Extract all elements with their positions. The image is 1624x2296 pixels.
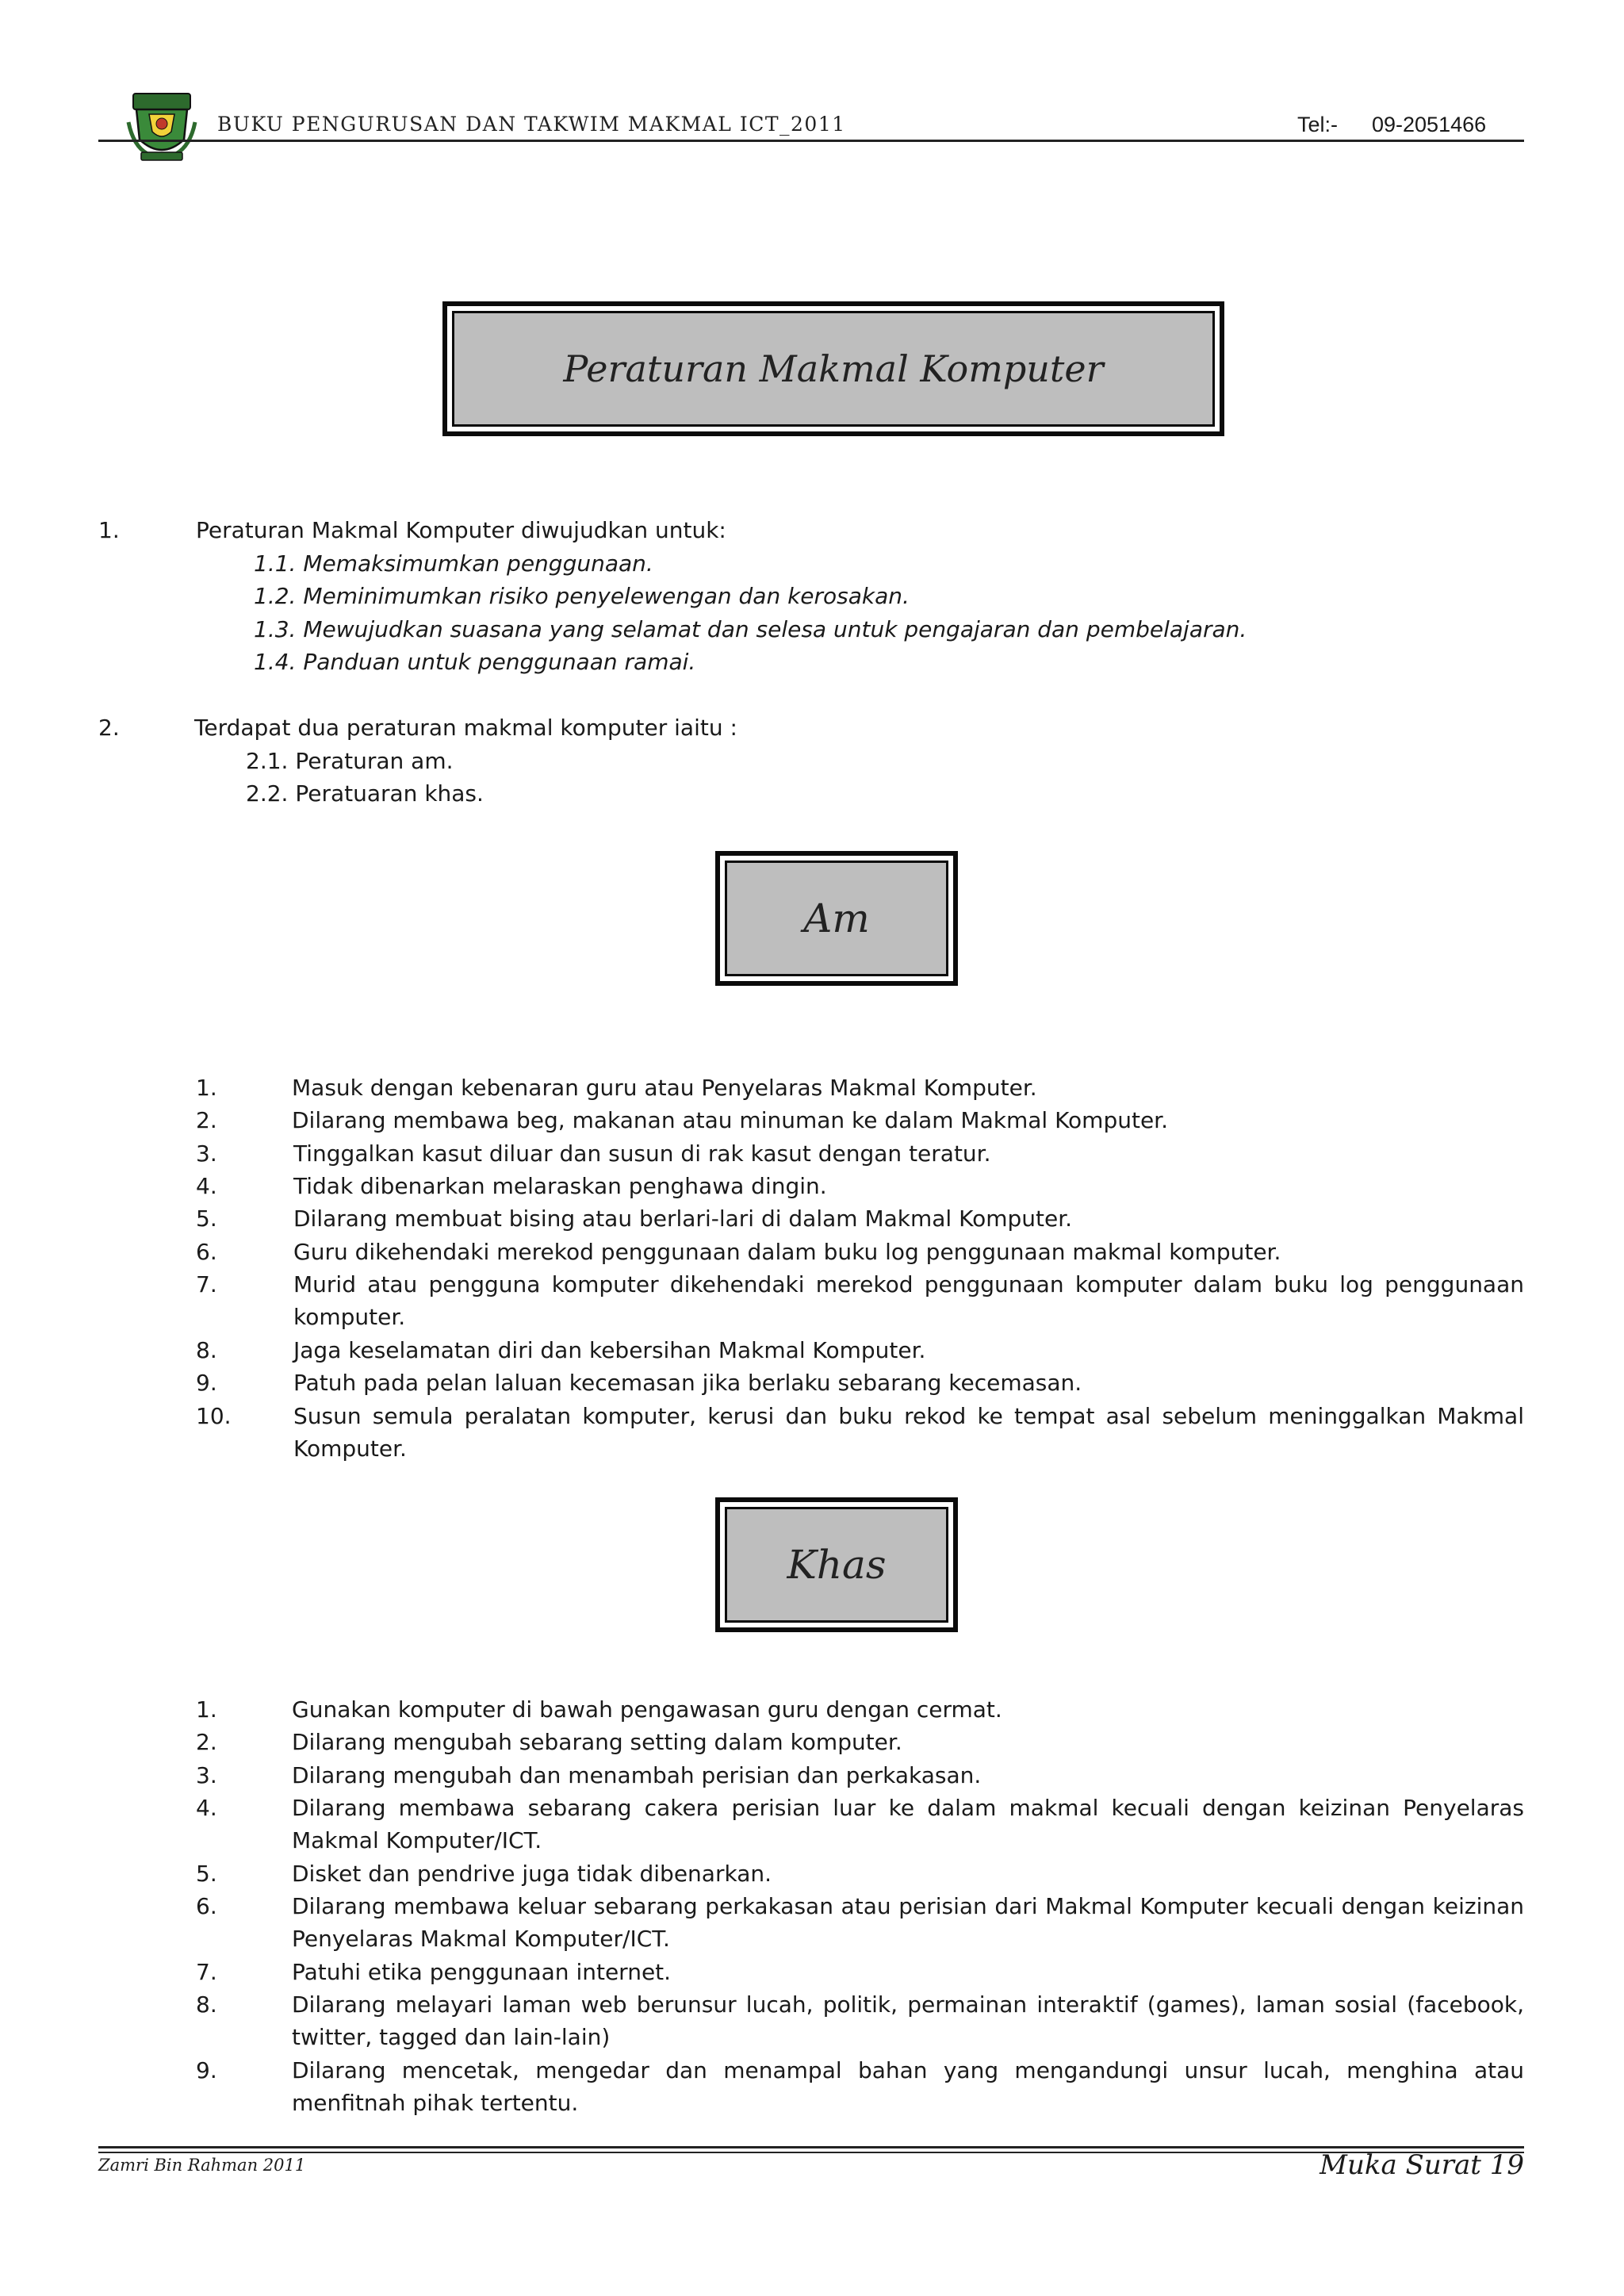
khas-heading-box: Khas [715,1497,958,1632]
khas-item-number: 5. [196,1861,217,1887]
intro-sub-item: 2.2. Peratuaran khas. [246,780,484,807]
am-item-number: 2. [196,1107,217,1133]
intro-point-1-number: 1. [98,517,120,543]
am-item-text: Susun semula peralatan komputer, kerusi … [293,1403,1524,1462]
khas-item-number: 1. [196,1696,217,1723]
khas-item-text: Disket dan pendrive juga tidak dibenarka… [292,1861,772,1887]
am-item-text: Masuk dengan kebenaran guru atau Penyela… [292,1075,1037,1101]
khas-item-text: Dilarang membawa sebarang cakera perisia… [292,1795,1524,1853]
telephone-number: 09-2051466 [1372,113,1487,136]
khas-item-text: Dilarang membawa keluar sebarang perkaka… [292,1893,1524,1952]
intro-sub-item: 1.3. Mewujudkan suasana yang selamat dan… [254,616,1247,642]
am-item-text: Jaga keselamatan diri dan kebersihan Mak… [293,1337,926,1363]
am-item-text: Dilarang membuat bising atau berlari-lar… [293,1205,1073,1232]
telephone-label: Tel:- [1297,113,1339,136]
am-item-text: Tinggalkan kasut diluar dan susun di rak… [293,1140,991,1167]
khas-heading: Khas [725,1507,948,1623]
main-title-box: Peraturan Makmal Komputer [442,301,1224,436]
khas-item-number: 6. [196,1893,217,1919]
am-item-text: Tidak dibenarkan melaraskan penghawa din… [293,1173,827,1199]
header-divider [98,140,1524,142]
am-heading-box: Am [715,851,958,986]
footer-divider [98,2152,1524,2153]
intro-point-1-text: Peraturan Makmal Komputer diwujudkan unt… [196,517,726,543]
main-title: Peraturan Makmal Komputer [452,311,1215,427]
am-item-text: Patuh pada pelan laluan kecemasan jika b… [293,1370,1082,1396]
am-heading: Am [725,861,948,976]
am-item-text: Guru dikehendaki merekod penggunaan dala… [293,1239,1281,1265]
school-crest-logo [125,90,198,163]
khas-item-text: Dilarang mengubah sebarang setting dalam… [292,1729,902,1755]
am-item-number: 8. [196,1337,217,1363]
am-item-number: 4. [196,1173,217,1199]
intro-sub-item: 1.2. Meminimumkan risiko penyelewengan d… [254,583,910,609]
am-item-number: 1. [196,1075,217,1101]
am-item-text: Dilarang membawa beg, makanan atau minum… [292,1107,1169,1133]
document-title: BUKU PENGURUSAN DAN TAKWIM MAKMAL ICT_20… [217,113,846,136]
khas-item-text: Dilarang mengubah dan menambah perisian … [292,1762,982,1788]
footer-author: Zamri Bin Rahman 2011 [98,2156,306,2175]
khas-item-number: 8. [196,1991,217,2018]
intro-sub-item: 2.1. Peraturan am. [246,748,454,774]
am-item-number: 10. [196,1403,232,1429]
khas-item-number: 4. [196,1795,217,1821]
khas-item-number: 9. [196,2057,217,2083]
khas-item-text: Dilarang mencetak, mengedar dan menampal… [292,2057,1524,2116]
footer-page-number: Muka Surat 19 [1320,2149,1524,2181]
am-item-text: Murid atau pengguna komputer dikehendaki… [293,1271,1524,1330]
khas-item-number: 2. [196,1729,217,1755]
khas-item-number: 7. [196,1959,217,1985]
footer-divider [98,2146,1524,2148]
intro-point-2-text: Terdapat dua peraturan makmal komputer i… [194,715,737,741]
am-item-number: 6. [196,1239,217,1265]
khas-item-number: 3. [196,1762,217,1788]
intro-sub-item: 1.1. Memaksimumkan penggunaan. [254,550,653,577]
khas-item-text: Gunakan komputer di bawah pengawasan gur… [292,1696,1002,1723]
intro-point-2-number: 2. [98,715,120,741]
khas-item-text: Dilarang melayari laman web berunsur luc… [292,1991,1524,2050]
am-item-number: 9. [196,1370,217,1396]
am-item-number: 5. [196,1205,217,1232]
am-item-number: 7. [196,1271,217,1297]
intro-sub-item: 1.4. Panduan untuk penggunaan ramai. [254,649,696,675]
am-item-number: 3. [196,1140,217,1167]
khas-item-text: Patuhi etika penggunaan internet. [292,1959,672,1985]
